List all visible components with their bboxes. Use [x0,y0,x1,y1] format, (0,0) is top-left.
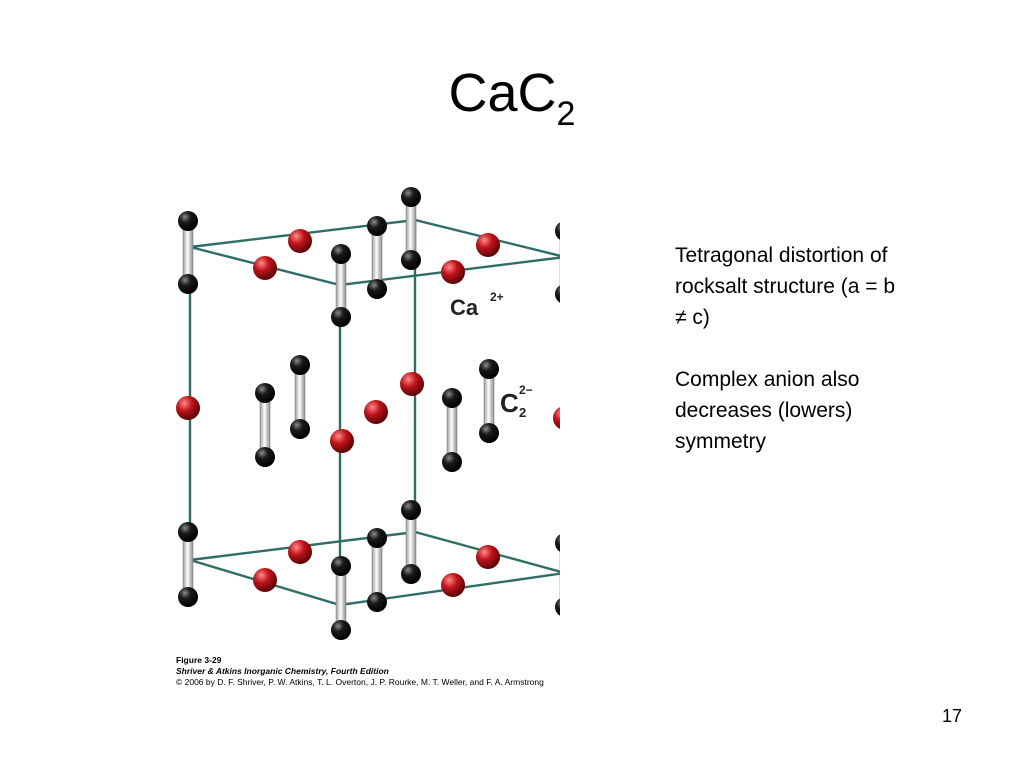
ca-charge-label: 2+ [490,290,504,304]
title-subscript: 2 [556,95,576,133]
slide-notes: Tetragonal distortion of rocksalt struct… [675,240,910,488]
calcium-atoms [176,229,560,597]
caption-book-title: Shriver & Atkins Inorganic Chemistry, Fo… [176,666,389,676]
crystal-structure-figure: Ca 2+ C 2 2− [176,187,560,640]
figure-caption: Figure 3-29 Shriver & Atkins Inorganic C… [176,655,544,688]
note-paragraph-2: Complex anion also decreases (lowers) sy… [675,368,860,453]
c2-label: C [500,388,519,418]
title-main: CaC [448,63,557,123]
c2-subscript-label: 2 [519,405,526,420]
note-paragraph-1: Tetragonal distortion of rocksalt struct… [675,244,895,329]
c2-charge-label: 2− [519,383,533,397]
slide-title: CaC2 [0,62,1024,134]
page-number: 17 [941,706,962,726]
ca-label: Ca [450,295,479,320]
carbon-atoms [178,187,560,640]
caption-figure-number: Figure 3-29 [176,655,222,665]
caption-copyright: © 2006 by D. F. Shriver, P. W. Atkins, T… [176,677,544,687]
